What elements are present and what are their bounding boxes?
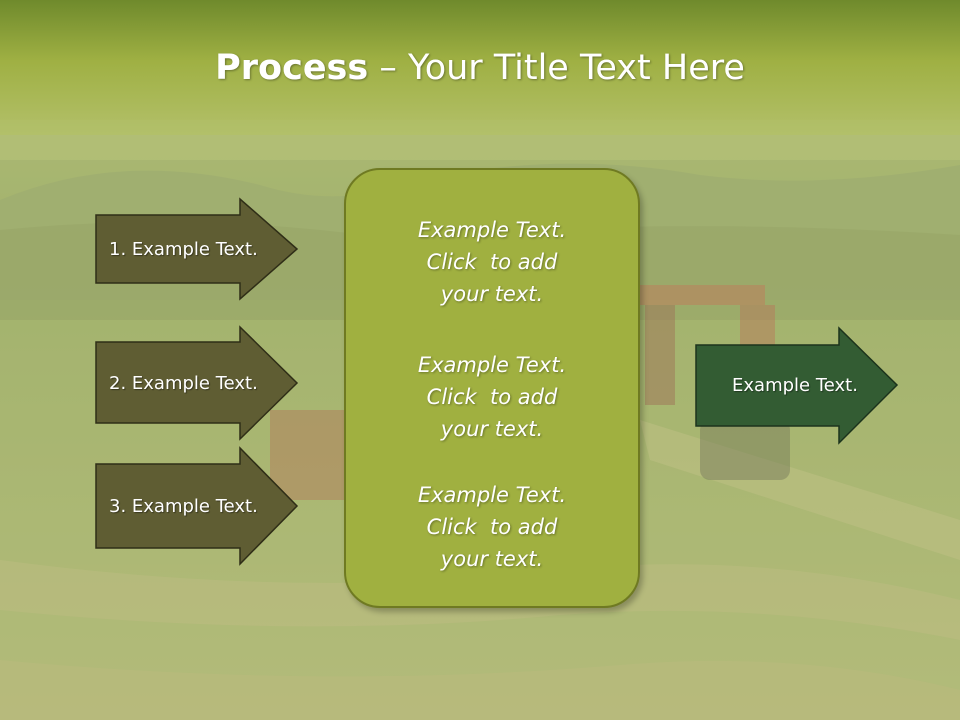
block-line: Example Text. — [417, 218, 567, 242]
output-label: Example Text. — [732, 375, 858, 396]
title-text: Your Title Text Here — [407, 48, 745, 88]
arrow-shape — [95, 325, 299, 441]
step-label: 2. Example Text. — [109, 372, 258, 394]
title-bold: Process — [215, 48, 369, 88]
block-line: Example Text. — [417, 483, 567, 507]
center-text-block-2: Example Text. Click to add your text. — [346, 349, 638, 445]
arrow-shape — [95, 197, 299, 301]
block-line: your text. — [440, 282, 544, 306]
block-line: Click to add — [426, 385, 558, 409]
title-separator: – — [368, 48, 408, 88]
step-label: 1. Example Text. — [109, 238, 258, 260]
slide-title: Process – Your Title Text Here — [0, 48, 960, 88]
center-text-block-1: Example Text. Click to add your text. — [346, 214, 638, 310]
step-label: 3. Example Text. — [109, 495, 258, 517]
block-line: Click to add — [426, 515, 558, 539]
step-arrow-3[interactable]: 3. Example Text. — [95, 446, 300, 566]
arrow-shape — [695, 326, 899, 445]
block-line: your text. — [440, 417, 544, 441]
block-line: Click to add — [426, 250, 558, 274]
center-text-block-3: Example Text. Click to add your text. — [346, 479, 638, 575]
block-line: Example Text. — [417, 353, 567, 377]
center-text-box[interactable]: Example Text. Click to add your text. Ex… — [344, 168, 640, 608]
step-arrow-2[interactable]: 2. Example Text. — [95, 325, 300, 441]
block-line: your text. — [440, 547, 544, 571]
arrow-shape — [95, 446, 299, 566]
step-arrow-1[interactable]: 1. Example Text. — [95, 197, 300, 301]
output-arrow[interactable]: Example Text. — [695, 326, 900, 445]
